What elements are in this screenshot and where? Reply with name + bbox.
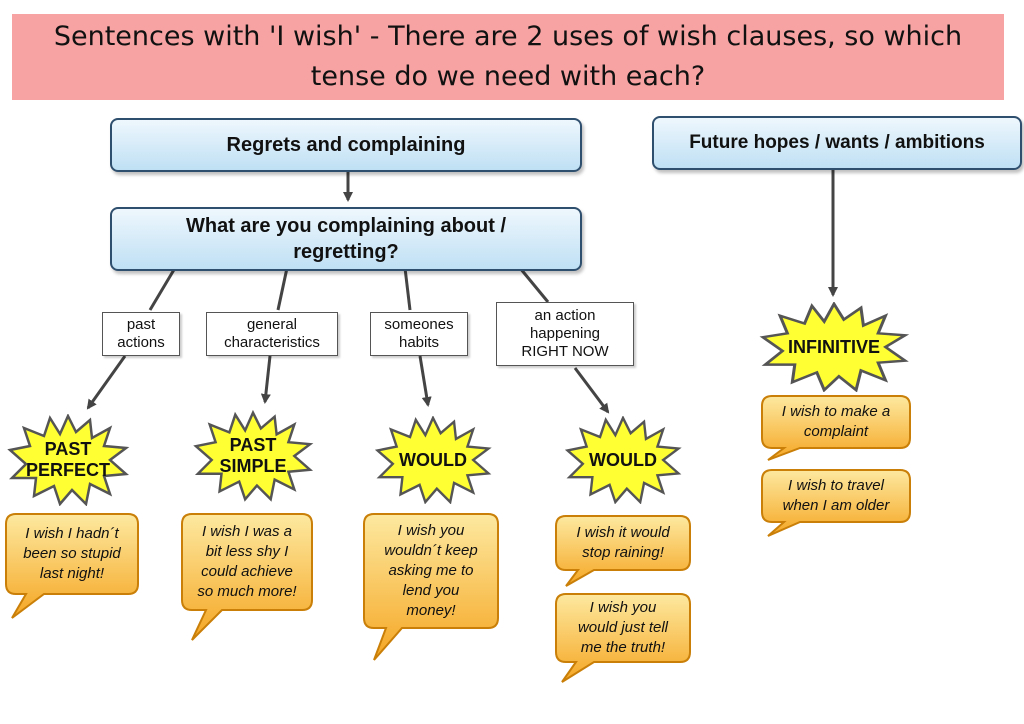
star-text-line: INFINITIVE (787, 336, 880, 357)
bubble-infinitive-1 (761, 395, 911, 461)
star-label: WOULD (372, 416, 494, 504)
star-text-line: PAST (44, 439, 92, 459)
label-text: habits (398, 334, 440, 351)
star-text-line: SIMPLE (219, 456, 287, 476)
label-text: past (126, 316, 156, 333)
star-would-habits: WOULD (372, 415, 494, 505)
star-label: INFINITIVE (758, 302, 910, 392)
line-to-general (276, 267, 289, 311)
label-text: actions (117, 334, 165, 351)
title-line-1: Sentences with 'I wish' - There are 2 us… (53, 21, 963, 52)
example-line: I wish it would (576, 524, 670, 541)
line-to-past-actions (148, 267, 177, 311)
title-banner: Sentences with 'I wish' - There are 2 us… (12, 14, 1004, 100)
example-would-habits: I wish you wouldn´t keep asking me to lend … (364, 516, 498, 626)
example-would-now-1: I wish it would stop raining! (556, 518, 690, 568)
question-box: What are you complaining about / regrett… (110, 207, 582, 271)
example-line: would just tell (577, 619, 669, 636)
example-line: asking me to (388, 562, 474, 579)
bubble-infinitive-2 (761, 469, 911, 537)
example-infinitive-2: I wish to travel when I am older (762, 472, 910, 520)
example-line: wouldn´t keep (384, 542, 478, 559)
label-text: an action (534, 307, 596, 324)
line-to-now (518, 267, 550, 303)
example-line: I wish to travel (788, 477, 884, 494)
arrow-to-past-perfect (86, 355, 127, 410)
bubble-past-simple (181, 513, 313, 641)
future-label: Future hopes / wants / ambitions (689, 132, 985, 153)
star-label: WOULD (562, 416, 684, 504)
example-line: I wish you (397, 522, 465, 539)
example-line: been so stupid (23, 545, 121, 562)
label-text: someones (384, 316, 454, 333)
arrow-to-would-habits (418, 355, 432, 407)
example-infinitive-1: I wish to make a complaint (762, 398, 910, 446)
example-line: lend you (402, 582, 460, 599)
star-text-line: PAST (229, 435, 277, 455)
example-line: stop raining! (582, 544, 664, 561)
bubble-past-perfect (5, 513, 139, 619)
example-line: I wish I was a (201, 523, 292, 540)
example-line: when I am older (782, 497, 890, 514)
example-past-perfect: I wish I hadn´t been so stupid last night! (6, 516, 138, 592)
label-text: happening (529, 325, 601, 342)
example-line: last night! (39, 565, 105, 582)
question-line-2: regretting? (293, 241, 399, 263)
example-line: I wish I hadn´t (25, 525, 119, 542)
example-line: me the truth! (580, 639, 666, 656)
label-text: characteristics (224, 334, 320, 351)
star-text-line: PERFECT (25, 460, 110, 480)
example-line: so much more! (197, 583, 297, 600)
starburst-shape (374, 415, 492, 505)
bubble-would-now-2 (555, 593, 691, 683)
label-text: RIGHT NOW (521, 343, 609, 360)
bubble-would-habits (363, 513, 499, 661)
example-line: could achieve (201, 563, 293, 580)
title-line-2: tense do we need with each? (310, 61, 706, 92)
star-text-line: WOULD (399, 449, 467, 470)
bubble-would-now-1 (555, 515, 691, 587)
regrets-box: Regrets and complaining (110, 118, 582, 172)
example-past-simple: I wish I was a bit less shy I could achiev… (182, 516, 312, 608)
example-line: money! (406, 602, 456, 619)
label-text: general (246, 316, 298, 333)
arrow-to-would-now (573, 367, 610, 414)
star-would-now: WOULD (562, 415, 684, 505)
starburst-shape (7, 413, 130, 507)
example-line: bit less shy I (205, 543, 289, 560)
example-line: I wish you (589, 599, 657, 616)
starburst-shape (193, 409, 314, 502)
question-line-1: What are you complaining about / (185, 215, 507, 237)
starburst-shape (759, 301, 910, 393)
line-to-habits (403, 267, 412, 311)
example-would-now-2: I wish you would just tell me the truth! (556, 596, 690, 660)
regrets-label: Regrets and complaining (226, 133, 466, 156)
starburst-shape (564, 415, 682, 505)
star-text-line: WOULD (589, 449, 657, 470)
star-infinitive: INFINITIVE (758, 301, 910, 393)
example-line: complaint (803, 423, 869, 440)
example-line: I wish to make a (781, 403, 891, 420)
arrow-to-past-simple (260, 355, 272, 404)
future-box: Future hopes / wants / ambitions (652, 116, 1022, 170)
